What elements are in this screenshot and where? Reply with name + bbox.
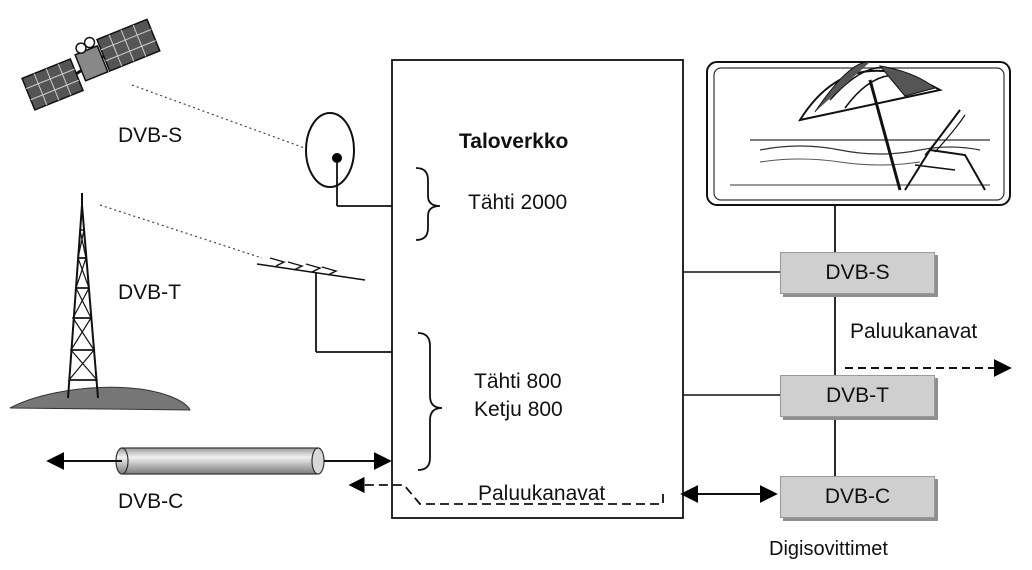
- receiver-box-dvb-t: DVB-T: [780, 375, 935, 417]
- building-title: Taloverkko: [459, 130, 568, 154]
- source-label-dvb-s: DVB-S: [118, 124, 182, 148]
- source-label-dvb-t: DVB-T: [118, 281, 181, 305]
- receiver-box-dvb-c: DVB-C: [780, 476, 935, 518]
- satellite-dish-icon: [306, 113, 354, 206]
- building-return-channel-label: Paluukanavat: [478, 482, 605, 506]
- receiver-box-dvb-s: DVB-S: [780, 252, 935, 294]
- building-network-box: [392, 60, 683, 518]
- satellite-icon: [17, 15, 163, 110]
- source-label-dvb-c: DVB-C: [118, 490, 183, 514]
- tv-screen-icon: [707, 62, 1010, 205]
- cable-icon: [116, 448, 324, 474]
- topology-chain-800: Ketju 800: [474, 398, 563, 422]
- antenna-icon: [257, 258, 365, 352]
- topology-star-2000: Tähti 2000: [468, 191, 567, 215]
- receiver-return-channel-label: Paluukanavat: [850, 320, 977, 344]
- topology-star-800: Tähti 800: [474, 370, 562, 394]
- receivers-caption: Digisovittimet: [769, 538, 888, 561]
- terrestrial-signal-line: [100, 205, 262, 258]
